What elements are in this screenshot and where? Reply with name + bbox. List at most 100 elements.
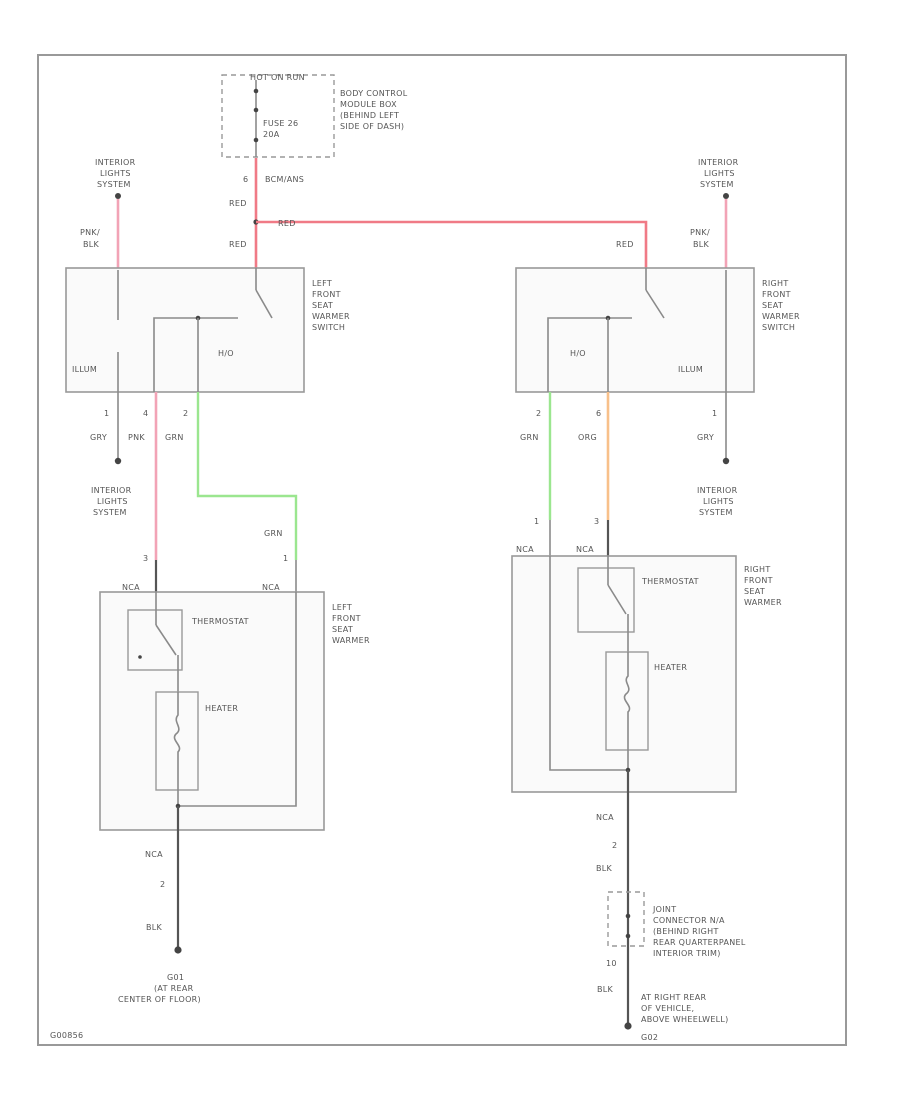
left-wire-pnk: PNK — [128, 433, 145, 442]
fuse-box-label-2: MODULE BOX — [340, 100, 397, 109]
left-ground-2: (AT REAR — [154, 984, 194, 993]
fuse-box-hot-label: HOT ON RUN — [250, 73, 305, 82]
wire-red-bus — [256, 220, 648, 268]
left-top-lights-1: INTERIOR — [95, 158, 136, 167]
left-switch-label-1: LEFT — [312, 279, 332, 288]
right-warmer-nca2: NCA — [576, 545, 594, 554]
left-wire-grn: GRN — [165, 433, 184, 442]
left-warmer-label-2: FRONT — [332, 614, 361, 623]
right-switch-label-5: SWITCH — [762, 323, 795, 332]
right-warmer-label-2: FRONT — [744, 576, 773, 585]
right-joint-4: REAR QUARTERPANEL — [653, 938, 746, 947]
left-warmer-blk: BLK — [146, 923, 163, 932]
left-switch-hi: H/O — [218, 349, 234, 358]
diagram-border — [37, 54, 847, 1046]
left-bottom-lights-1: INTERIOR — [91, 486, 132, 495]
right-switch-label-4: WARMER — [762, 312, 800, 321]
right-ground-3: ABOVE WHEELWELL) — [641, 1015, 729, 1024]
right-top-lights-2: LIGHTS — [704, 169, 735, 178]
right-top-wire-1: PNK/ — [690, 228, 710, 237]
left-warmer-pin2: 2 — [160, 880, 165, 889]
right-warmer-pin2: 2 — [612, 841, 617, 850]
right-switch-label-2: FRONT — [762, 290, 791, 299]
left-switch-label-2: FRONT — [312, 290, 341, 299]
fuse-box-label-1: BODY CONTROL — [340, 89, 408, 98]
fuse-label: FUSE 26 — [263, 119, 298, 128]
left-warmer-label-1: LEFT — [332, 603, 352, 612]
right-heater-label: HEATER — [654, 663, 687, 672]
left-warmer-label-4: WARMER — [332, 636, 370, 645]
right-wire-org: ORG — [578, 433, 597, 442]
right-warmer-label-4: WARMER — [744, 598, 782, 607]
right-warmer-label-3: SEAT — [744, 587, 765, 596]
left-warmer-pin3: 3 — [143, 554, 148, 563]
right-wire-grn: GRN — [520, 433, 539, 442]
right-bottom-lights-1: INTERIOR — [697, 486, 738, 495]
right-switch-label-3: SEAT — [762, 301, 783, 310]
right-pin-1: 1 — [712, 409, 717, 418]
right-warmer: 1 3 NCA NCA RIGHT FRONT SEAT WARMER THER… — [511, 517, 782, 1042]
left-warmer-pin1: 1 — [283, 554, 288, 563]
left-wire-gry: GRY — [90, 433, 107, 442]
right-thermostat-label: THERMOSTAT — [641, 577, 699, 586]
right-warmer-nca1: NCA — [516, 545, 534, 554]
right-warmer-pin1: 1 — [534, 517, 539, 526]
right-joint-2: CONNECTOR N/A — [653, 916, 725, 925]
right-wire-gry: GRY — [697, 433, 714, 442]
left-bottom-lights-3: SYSTEM — [93, 508, 127, 517]
right-warmer-nca-bottom: NCA — [596, 813, 614, 822]
left-top-lights-3: SYSTEM — [97, 180, 131, 189]
left-warmer-grn: GRN — [264, 529, 283, 538]
right-pin-6: 6 — [596, 409, 601, 418]
right-warmer-blk: BLK — [596, 864, 613, 873]
right-top-wire-2: BLK — [693, 240, 710, 249]
figure-code: G00856 — [50, 1031, 83, 1040]
wire-red-left-label: RED — [229, 240, 247, 249]
right-bottom-lights-2: LIGHTS — [703, 497, 734, 506]
left-warmer-nca2: NCA — [262, 583, 280, 592]
left-pin-4: 4 — [143, 409, 148, 418]
left-ground-3: CENTER OF FLOOR) — [118, 995, 201, 1004]
wire-red-right-label: RED — [616, 240, 634, 249]
right-pin-2: 2 — [536, 409, 541, 418]
fuse-box-label-3: (BEHIND LEFT — [340, 111, 399, 120]
wire-red-bus-label: RED — [278, 219, 296, 228]
fuse-box-pin: 6 — [243, 175, 248, 184]
left-warmer-nca-bottom: NCA — [145, 850, 163, 859]
right-switch-label-1: RIGHT — [762, 279, 789, 288]
wire-red-top-label: RED — [229, 199, 247, 208]
right-warmer-pin10: 10 — [606, 959, 617, 968]
fuse-box: HOT ON RUN FUSE 26 20A BODY CONTROL MODU… — [221, 73, 408, 184]
right-bottom-lights-3: SYSTEM — [699, 508, 733, 517]
left-pin-2: 2 — [183, 409, 188, 418]
left-warmer-label-3: SEAT — [332, 625, 353, 634]
left-top-wire-2: BLK — [83, 240, 100, 249]
left-ground-1: G01 — [167, 973, 184, 982]
left-switch-label-3: SEAT — [312, 301, 333, 310]
left-thermostat-label: THERMOSTAT — [191, 617, 249, 626]
fuse-box-label-4: SIDE OF DASH) — [340, 122, 404, 131]
left-warmer-nca1: NCA — [122, 583, 140, 592]
right-ground-2: OF VEHICLE, — [641, 1004, 694, 1013]
right-warmer-label-1: RIGHT — [744, 565, 771, 574]
left-switch-label-4: WARMER — [312, 312, 350, 321]
fuse-box-connector: BCM/ANS — [265, 175, 304, 184]
right-warmer-pin3: 3 — [594, 517, 599, 526]
right-top-lights-1: INTERIOR — [698, 158, 739, 167]
right-switch-illum: ILLUM — [678, 365, 703, 374]
left-pin-1: 1 — [104, 409, 109, 418]
right-joint-5: INTERIOR TRIM) — [653, 949, 721, 958]
right-top-lights-3: SYSTEM — [700, 180, 734, 189]
right-joint-1: JOINT — [652, 905, 676, 914]
left-switch: INTERIOR LIGHTS SYSTEM PNK/ BLK LEFT FRO… — [65, 158, 350, 560]
right-switch: INTERIOR LIGHTS SYSTEM PNK/ BLK RIGHT FR… — [515, 158, 800, 520]
right-switch-hi: H/O — [570, 349, 586, 358]
left-switch-illum: ILLUM — [72, 365, 97, 374]
left-warmer: GRN 3 1 NCA NCA LEFT FRONT SEAT WARMER T… — [99, 529, 370, 1004]
left-switch-label-5: SWITCH — [312, 323, 345, 332]
fuse-rating: 20A — [263, 130, 280, 139]
left-top-lights-2: LIGHTS — [100, 169, 131, 178]
left-top-wire-1: PNK/ — [80, 228, 100, 237]
left-heater-label: HEATER — [205, 704, 238, 713]
